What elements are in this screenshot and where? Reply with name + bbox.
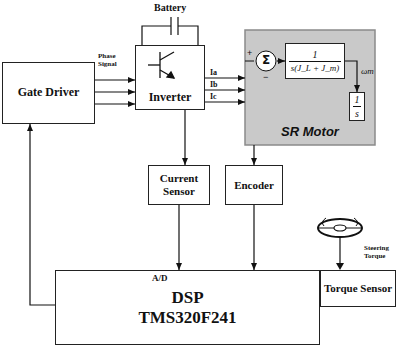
connector <box>184 110 185 165</box>
battery-label: Battery <box>154 2 186 13</box>
phase-current-label: Ia <box>209 68 218 77</box>
torque-label: Steering Torque <box>364 244 404 260</box>
torque-sensor-box: Torque Sensor <box>320 270 396 307</box>
connector <box>30 124 55 305</box>
integrator-box: 1s <box>349 92 365 121</box>
node-text: Σ <box>262 54 270 68</box>
motor-input-line <box>245 61 254 62</box>
transfer-function-box: 1s(J_L + J_m) <box>285 43 345 79</box>
steering-wheel <box>318 218 362 270</box>
connector <box>205 89 245 90</box>
node-text: SR Motor <box>281 125 339 140</box>
connector <box>95 79 135 80</box>
sign-label: − <box>263 72 268 82</box>
encoder-box: Encoder <box>225 165 283 205</box>
node-text: DSP <box>171 288 203 308</box>
sign-label: + <box>247 48 252 58</box>
connector <box>253 205 254 270</box>
sum-junction: Σ <box>255 50 277 72</box>
signal-label: ωm <box>361 66 374 76</box>
connector <box>277 60 285 61</box>
current-sensor-box: Current Sensor <box>148 165 210 205</box>
signal-label: Phase Signal <box>98 52 132 68</box>
port-label: A/D <box>152 273 168 283</box>
transistor-symbol <box>148 52 174 78</box>
motor-block: SR MotorΣ1s(J_L + J_m)1s <box>245 30 375 145</box>
node-text: 1 <box>353 94 362 106</box>
gate-driver-box: Gate Driver <box>2 62 95 124</box>
inverter-box: Inverter <box>135 45 205 110</box>
connector <box>205 77 245 78</box>
node-text: Current Sensor <box>149 172 209 197</box>
dsp-box: DSPTMS320F241 <box>55 270 320 345</box>
node-text: Torque Sensor <box>321 282 395 295</box>
battery-symbol <box>142 17 198 45</box>
connector <box>95 91 135 92</box>
node-text: 1 <box>311 49 320 61</box>
phase-current-label: Ib <box>209 80 219 89</box>
node-text: TMS320F241 <box>138 308 236 328</box>
connector <box>95 103 135 104</box>
node-text: s <box>353 106 361 120</box>
connector <box>253 145 254 165</box>
node-text: s(J_L + J_m) <box>289 61 341 73</box>
connector <box>178 205 179 270</box>
connector <box>345 61 357 92</box>
motor-panel <box>245 30 375 145</box>
phase-current-label: Ic <box>209 92 218 101</box>
node-text: Encoder <box>234 179 274 192</box>
connector <box>205 101 245 102</box>
node-text: Inverter <box>149 91 192 105</box>
node-text: Gate Driver <box>18 86 80 100</box>
